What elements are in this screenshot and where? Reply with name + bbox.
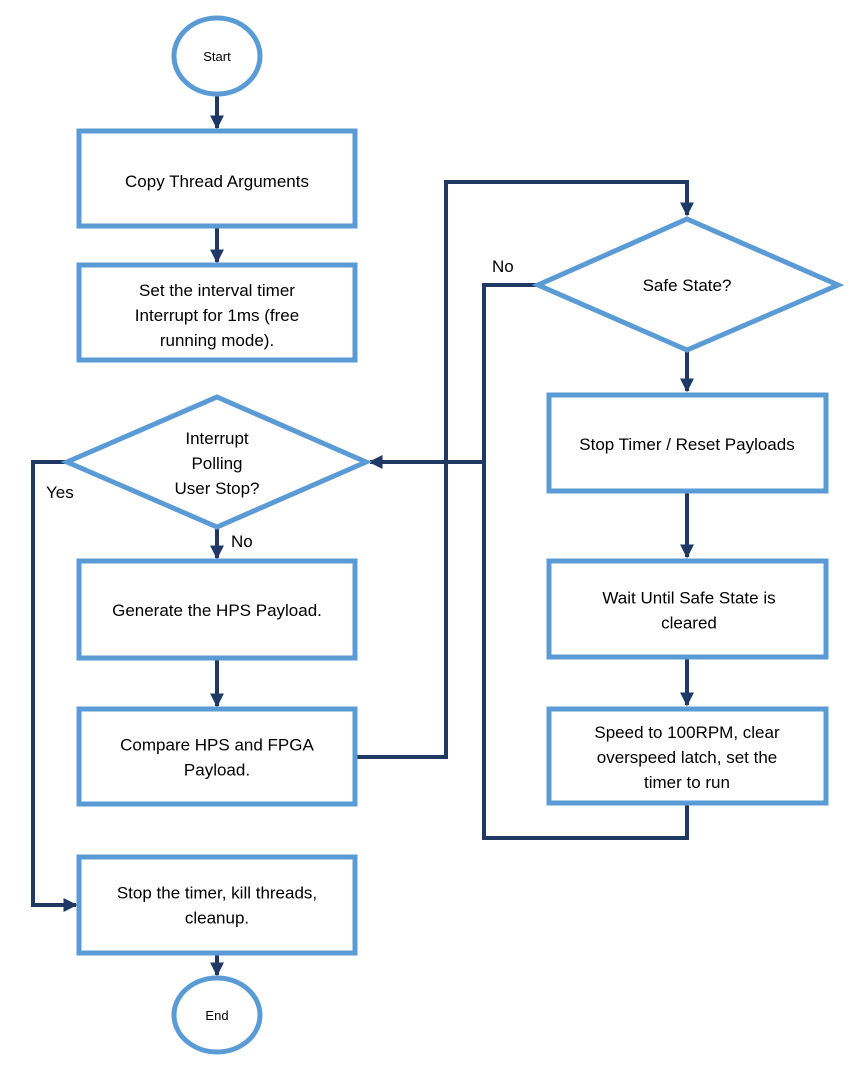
no-edge-label-safe-state: No: [492, 257, 514, 276]
label-line: cleared: [661, 614, 717, 633]
label-line: Copy Thread Arguments: [125, 172, 309, 191]
shapes: [60, 15, 845, 1055]
generate-payload-label: Generate the HPS Payload.: [112, 601, 322, 620]
label-line: timer to run: [644, 773, 730, 792]
label-line: Set the interval timer: [139, 281, 295, 300]
stop-cleanup-box: [76, 854, 358, 956]
node-texts: Start Copy Thread Arguments Set the inte…: [112, 49, 795, 1023]
label-line: User Stop?: [174, 479, 259, 498]
start-label: Start: [203, 49, 231, 64]
label-line: Interrupt for 1ms (free: [135, 306, 299, 325]
generate-payload-box: [76, 558, 358, 661]
no-edge-label-interrupt: No: [231, 532, 253, 551]
label-line: End: [205, 1008, 228, 1023]
label-line: Speed to 100RPM, clear: [594, 723, 780, 742]
label-line: Interrupt: [185, 429, 249, 448]
copy-args-label: Copy Thread Arguments: [125, 172, 309, 191]
stop-reset-box: [546, 392, 829, 494]
connectors: [31, 96, 694, 977]
connector-compare-to-safestate: [356, 180, 694, 759]
label-line: cleanup.: [185, 909, 249, 928]
edge-labels: Yes No No: [46, 257, 514, 551]
copy-args-box: [76, 128, 358, 229]
label-line: overspeed latch, set the: [597, 748, 778, 767]
compare-payload-box: [76, 706, 358, 807]
label-line: Stop Timer / Reset Payloads: [579, 435, 794, 454]
label-line: running mode).: [160, 331, 274, 350]
stop-reset-label: Stop Timer / Reset Payloads: [579, 435, 794, 454]
safe-state-decision: [531, 216, 845, 353]
label-line: Generate the HPS Payload.: [112, 601, 322, 620]
speed-set-label: Speed to 100RPM, clear overspeed latch, s…: [594, 723, 780, 792]
label-line: Start: [203, 49, 231, 64]
label-line: Polling: [191, 454, 242, 473]
start-terminal: [171, 15, 263, 97]
compare-payload-label: Compare HPS and FPGA Payload.: [120, 736, 314, 780]
connector-speed-loop-back: [482, 462, 689, 840]
connector-yes-to-stop: [31, 460, 78, 912]
connector-safestate-no-to-decision: [368, 283, 538, 469]
yes-edge-label: Yes: [46, 483, 74, 502]
interrupt-decision: [60, 394, 373, 530]
stop-cleanup-label: Stop the timer, kill threads, cleanup.: [117, 884, 317, 928]
wait-safe-box: [546, 558, 829, 660]
label-line: Compare HPS and FPGA: [120, 736, 314, 755]
end-label: End: [205, 1008, 228, 1023]
safe-state-label: Safe State?: [643, 276, 732, 295]
label-line: Payload.: [184, 761, 250, 780]
end-terminal: [171, 975, 263, 1055]
set-timer-box: [76, 262, 358, 363]
label-line: Wait Until Safe State is: [602, 589, 775, 608]
speed-set-box: [546, 706, 829, 806]
label-line: Safe State?: [643, 276, 732, 295]
label-line: Stop the timer, kill threads,: [117, 884, 317, 903]
wait-safe-label: Wait Until Safe State is cleared: [602, 589, 775, 633]
